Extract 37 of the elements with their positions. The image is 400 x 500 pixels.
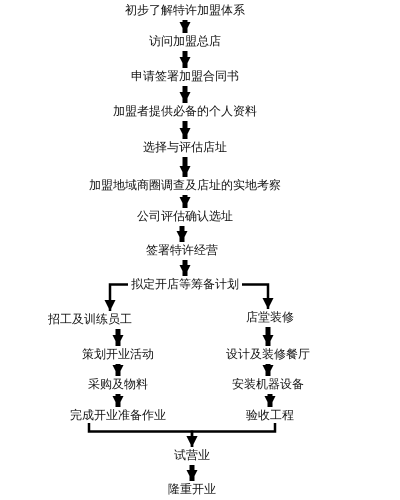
- arrow: [262, 364, 274, 376]
- arrow: [112, 394, 124, 407]
- step-text: 加盟者提供必备的个人资料: [112, 104, 258, 119]
- step-text: 申请签署加盟合同书: [130, 69, 240, 84]
- arrow: [180, 121, 190, 139]
- arrow: [104, 283, 128, 311]
- step-text: 公司评估确认选址: [136, 209, 234, 224]
- step-text: 验收工程: [245, 408, 295, 423]
- arrow: [180, 20, 190, 33]
- arrow: [262, 327, 274, 346]
- arrow: [176, 226, 188, 242]
- step-text: 策划开业活动: [81, 347, 155, 362]
- step-text: 采购及物料: [87, 377, 149, 392]
- step-text: 加盟地域商圈调查及店址的实地考察: [88, 178, 282, 193]
- arrow: [180, 86, 190, 103]
- step-text: 初步了解特许加盟体系: [124, 3, 246, 18]
- arrow: [180, 195, 190, 208]
- arrow: [112, 364, 124, 376]
- step-text: 拟定开店等筹备计划: [130, 277, 240, 292]
- arrow: [264, 394, 276, 407]
- step-text: 选择与评估店址: [142, 140, 228, 155]
- arrow: [186, 465, 198, 481]
- step-text: 隆重开业: [167, 482, 217, 497]
- arrow: [242, 283, 274, 309]
- arrow: [180, 260, 190, 276]
- arrow: [112, 329, 124, 346]
- arrow: [180, 157, 190, 177]
- step-text: 招工及训练员工: [47, 312, 133, 327]
- step-text: 完成开业准备作业: [69, 408, 167, 423]
- arrow: [180, 51, 190, 68]
- step-text: 签署特许经营: [145, 243, 219, 258]
- step-text: 安装机器设备: [231, 377, 305, 392]
- step-text: 设计及装修餐厅: [225, 347, 311, 362]
- arrow: [186, 423, 276, 447]
- step-text: 试营业: [173, 448, 211, 463]
- step-text: 访问加盟总店: [148, 34, 222, 49]
- step-text: 店堂装修: [245, 310, 295, 325]
